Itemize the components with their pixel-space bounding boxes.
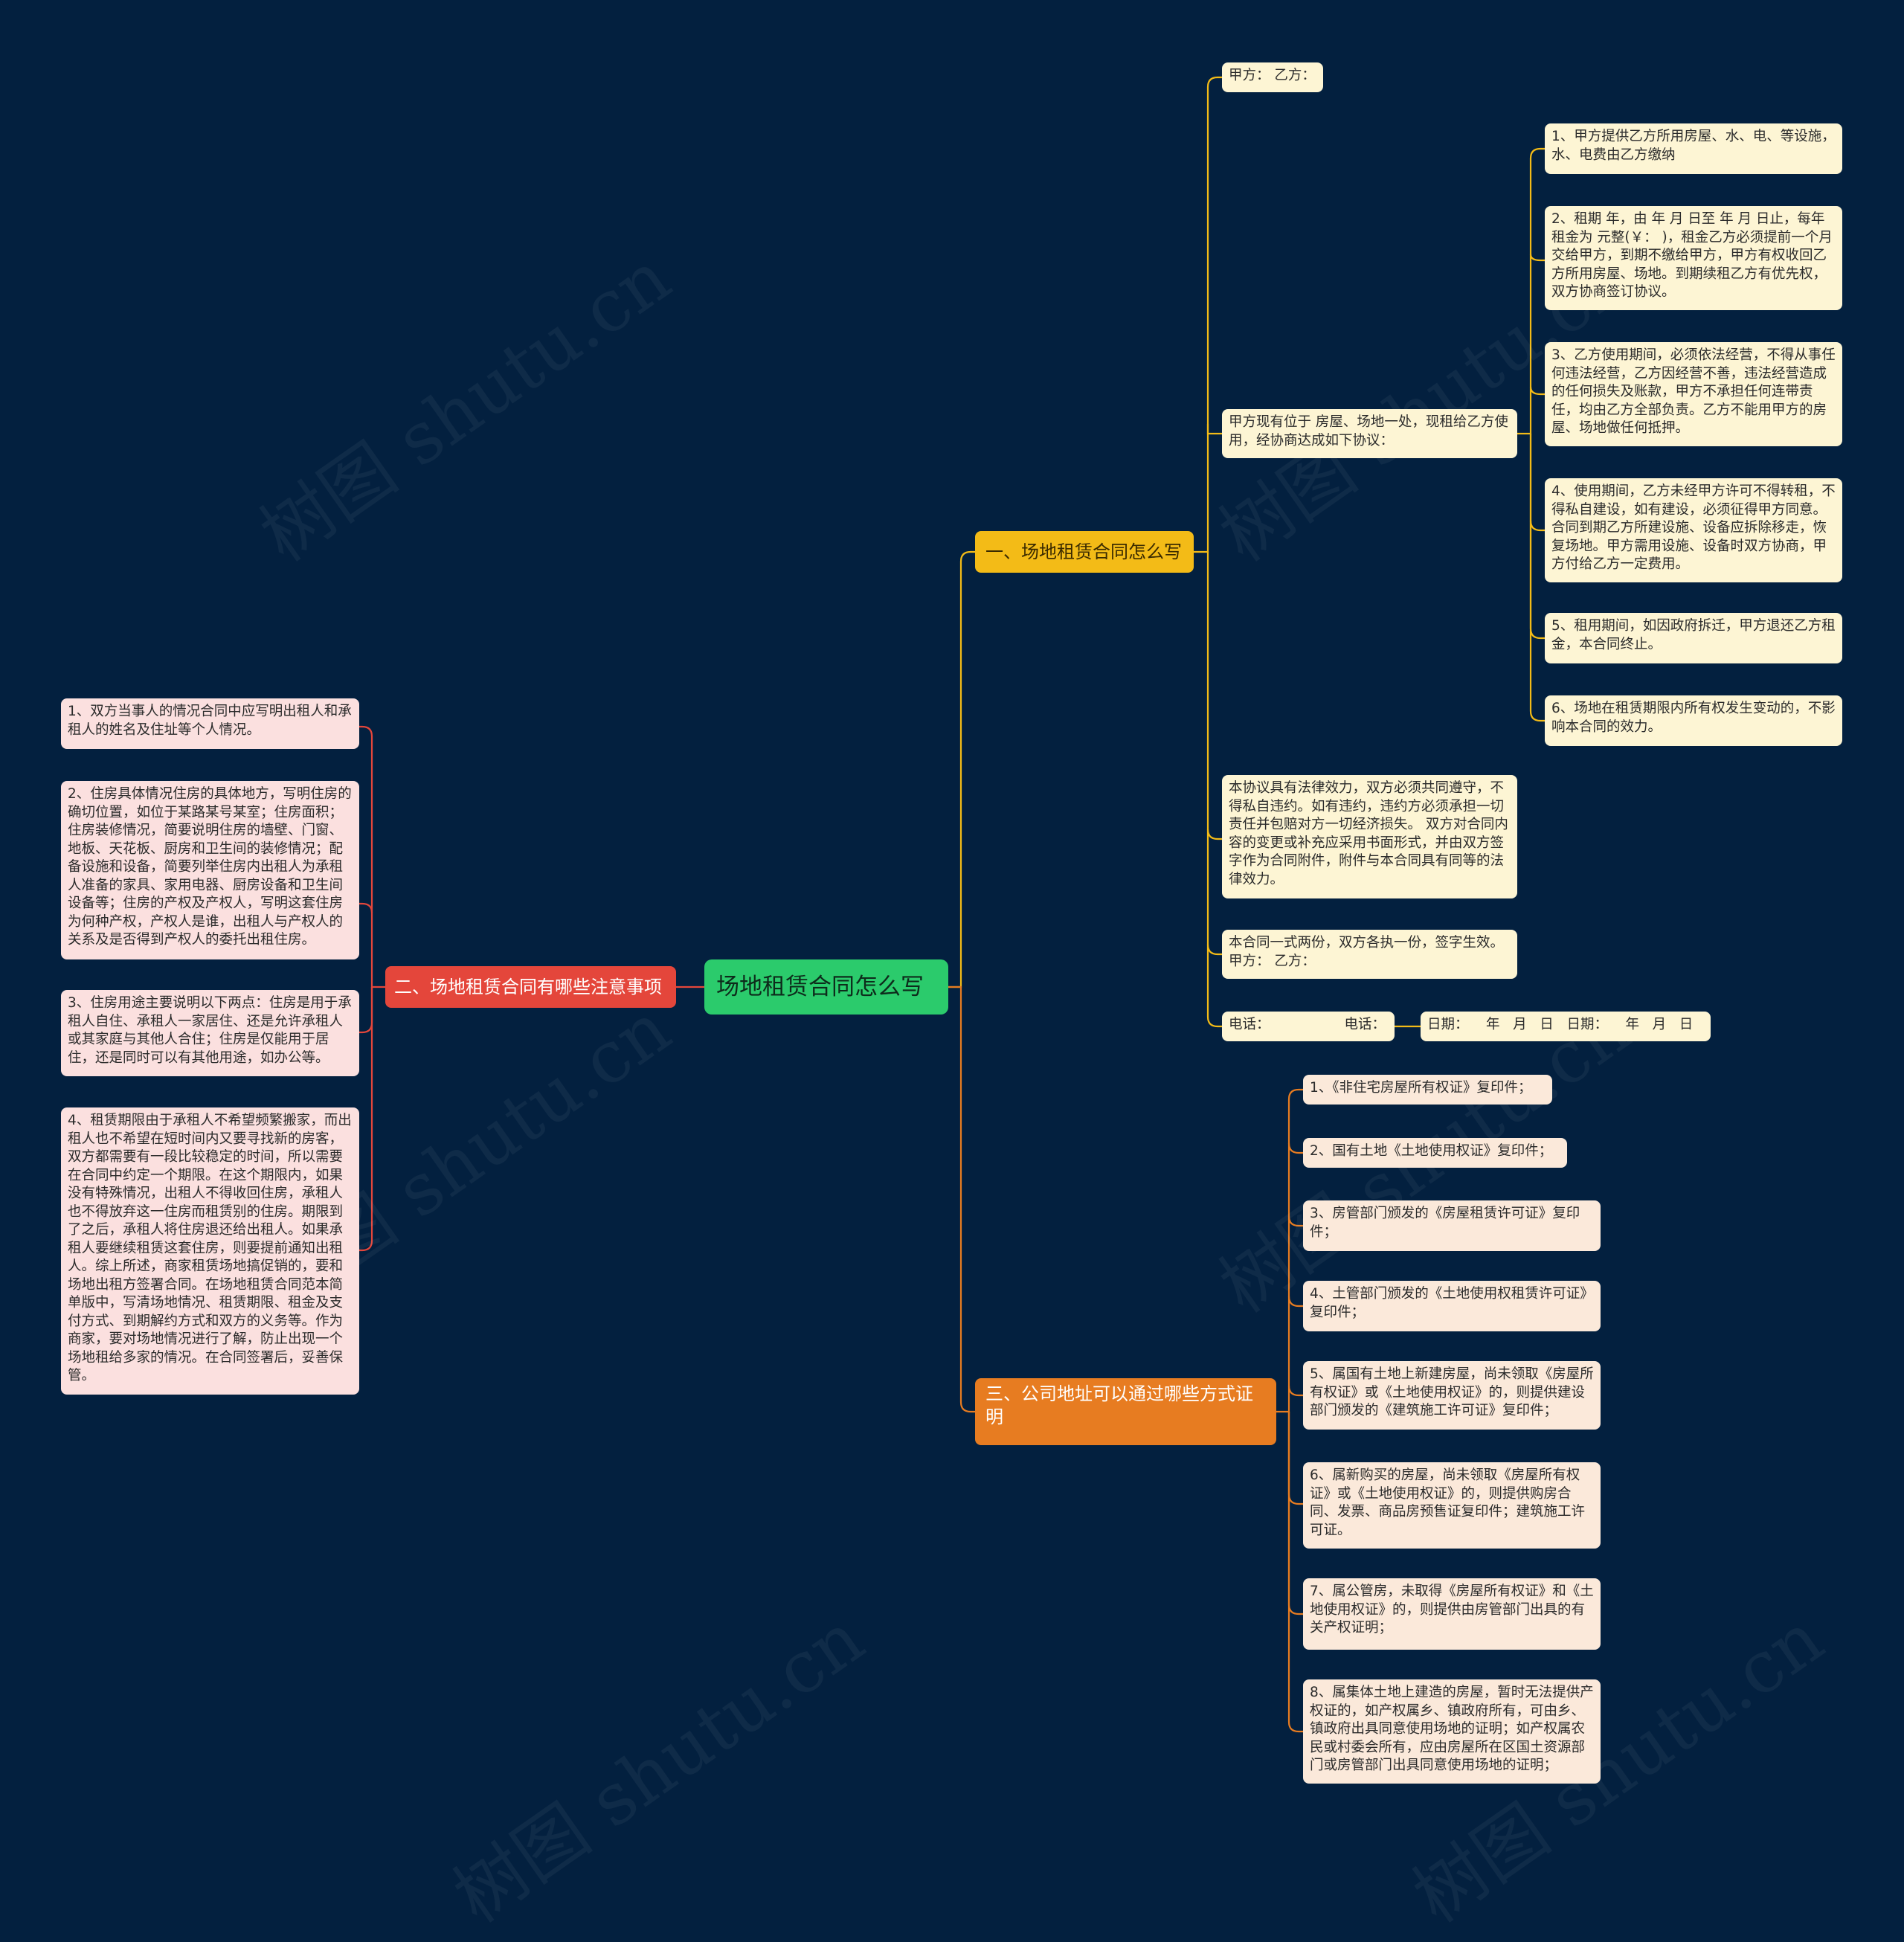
proof-item[interactable]: 2、国有土地《土地使用权证》复印件；	[1303, 1138, 1567, 1168]
term-item[interactable]: 1、甲方提供乙方所用房屋、水、电、等设施，水、电费由乙方缴纳	[1545, 123, 1842, 174]
root-topic[interactable]: 场地租赁合同怎么写	[704, 959, 948, 1015]
note-item[interactable]: 1、双方当事人的情况合同中应写明出租人和承租人的姓名及住址等个人情况。	[61, 698, 359, 749]
note-item[interactable]: 4、租赁期限由于承租人不希望频繁搬家，而出租人也不希望在短时间内又要寻找新的房客…	[61, 1107, 359, 1395]
branch-notes[interactable]: 二、场地租赁合同有哪些注意事项	[385, 966, 676, 1008]
phone-node[interactable]: 电话： 电话：	[1222, 1012, 1395, 1041]
proof-item[interactable]: 8、属集体土地上建造的房屋，暂时无法提供产权证的，如产权属乡、镇政府所有，可由乡…	[1303, 1679, 1601, 1784]
validity-node[interactable]: 本协议具有法律效力，双方必须共同遵守，不得私自违约。如有违约，违约方必须承担一切…	[1222, 775, 1517, 898]
mindmap-connectors	[359, 76, 1545, 1733]
term-item[interactable]: 6、场地在租赁期限内所有权发生变动的，不影响本合同的效力。	[1545, 695, 1842, 746]
term-item[interactable]: 3、乙方使用期间，必须依法经营，不得从事任何违法经营，乙方因经营不善，违法经营造…	[1545, 342, 1842, 446]
term-item[interactable]: 4、使用期间，乙方未经甲方许可不得转租，不得私自建设，如有建设，必须征得甲方同意…	[1545, 478, 1842, 582]
note-item[interactable]: 3、住房用途主要说明以下两点：住房是用于承租人自住、承租人一家居住、还是允许承租…	[61, 990, 359, 1076]
proof-item[interactable]: 7、属公管房，未取得《房屋所有权证》和《土地使用权证》的，则提供由房管部门出具的…	[1303, 1578, 1601, 1650]
proof-item[interactable]: 1、《非住宅房屋所有权证》复印件；	[1303, 1075, 1552, 1105]
proof-item[interactable]: 6、属新购买的房屋，尚未领取《房屋所有权证》或《土地使用权证》的，则提供购房合同…	[1303, 1462, 1601, 1549]
term-item[interactable]: 2、租期 年，由 年 月 日至 年 月 日止，每年租金为 元整(￥： )，租金乙…	[1545, 206, 1842, 310]
branch-address-proof[interactable]: 三、公司地址可以通过哪些方式证明	[975, 1378, 1276, 1445]
intro-node[interactable]: 甲方现有位于 房屋、场地一处，现租给乙方使用，经协商达成如下协议：	[1222, 409, 1517, 458]
note-item[interactable]: 2、住房具体情况住房的具体地方，写明住房的确切位置，如位于某路某号某室；住房面积…	[61, 781, 359, 959]
branch-contract-writing[interactable]: 一、场地租赁合同怎么写	[975, 531, 1194, 573]
proof-item[interactable]: 4、土管部门颁发的《土地使用权租赁许可证》复印件；	[1303, 1281, 1601, 1331]
term-item[interactable]: 5、租用期间，如因政府拆迁，甲方退还乙方租金，本合同终止。	[1545, 613, 1842, 663]
copies-node[interactable]: 本合同一式两份，双方各执一份，签字生效。 甲方： 乙方：	[1222, 930, 1517, 979]
date-node[interactable]: 日期： 年 月 日 日期： 年 月 日	[1421, 1012, 1711, 1041]
parties-node[interactable]: 甲方： 乙方：	[1222, 62, 1323, 92]
proof-item[interactable]: 5、属国有土地上新建房屋，尚未领取《房屋所有权证》或《土地使用权证》的，则提供建…	[1303, 1361, 1601, 1430]
proof-item[interactable]: 3、房管部门颁发的《房屋租赁许可证》复印件；	[1303, 1200, 1601, 1251]
